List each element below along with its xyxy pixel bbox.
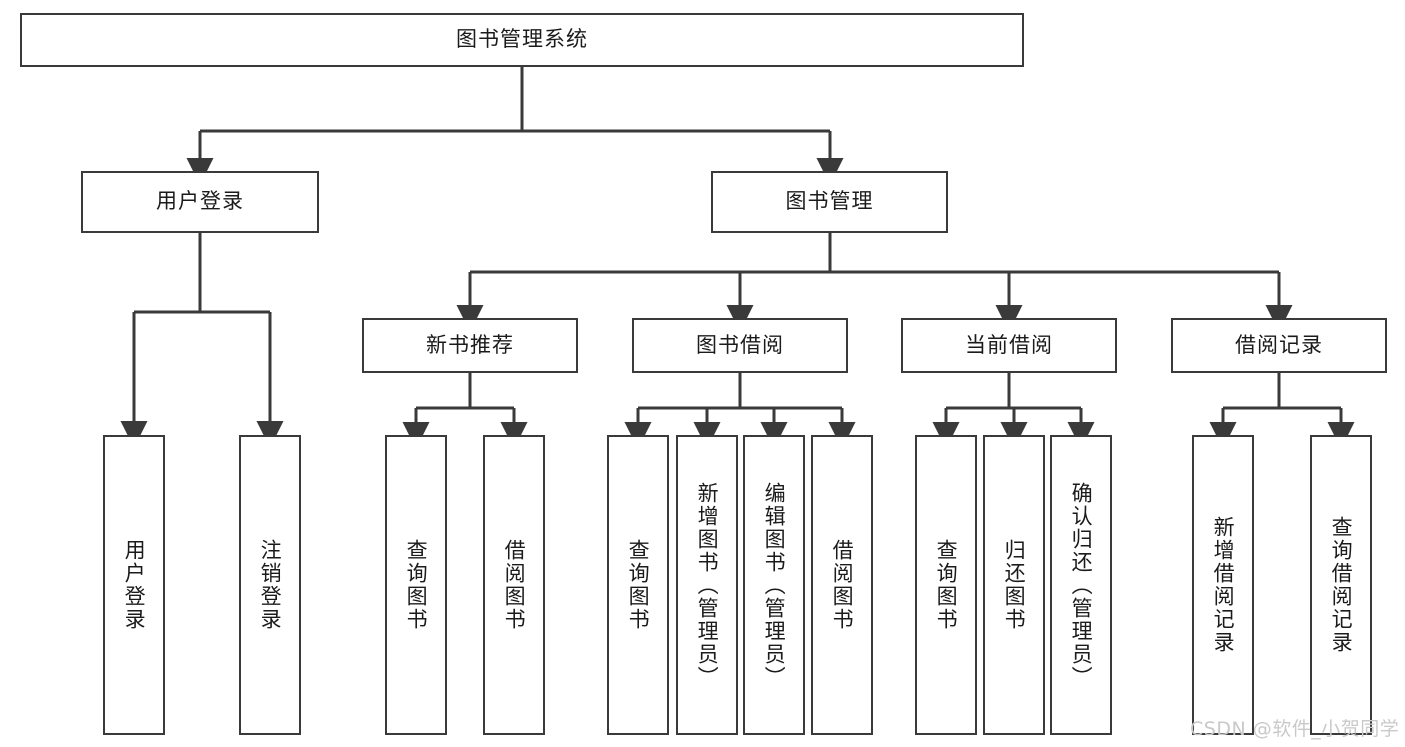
- edges-bookborrow-to-leaves: [624, 373, 856, 449]
- node-borrow-record[interactable]: 借阅记录: [1171, 318, 1387, 373]
- edges-root-to-level1: [186, 67, 844, 185]
- node-leaf-return-book[interactable]: 归还图书: [983, 435, 1045, 735]
- node-label: 编辑图书（管理员）: [762, 481, 787, 689]
- node-label: 用户登录: [122, 539, 147, 631]
- node-leaf-borrow-book-1[interactable]: 借阅图书: [483, 435, 545, 735]
- node-label: 图书管理系统: [456, 27, 588, 52]
- node-label: 查询图书: [404, 539, 429, 631]
- edges-currentborrow-to-leaves: [932, 373, 1095, 449]
- edges-newbook-to-leaves: [402, 373, 528, 449]
- node-label: 新增借阅记录: [1211, 516, 1236, 654]
- node-label: 图书管理: [785, 189, 874, 214]
- node-label: 查询图书: [934, 539, 959, 631]
- node-leaf-add-book[interactable]: 新增图书（管理员）: [676, 435, 738, 735]
- node-label: 图书借阅: [696, 332, 784, 357]
- edges-booklogin-to-leaves: [120, 233, 284, 448]
- edges-bookmanage-to-level2: [456, 233, 1293, 332]
- node-user-login[interactable]: 用户登录: [81, 171, 319, 233]
- node-leaf-borrow-book-2[interactable]: 借阅图书: [811, 435, 873, 735]
- node-label: 查询借阅记录: [1329, 516, 1354, 654]
- node-label: 当前借阅: [965, 332, 1053, 357]
- node-label: 确认归还（管理员）: [1069, 481, 1094, 689]
- edges-borrowrecord-to-leaves: [1209, 373, 1355, 449]
- node-leaf-query-book-2[interactable]: 查询图书: [607, 435, 669, 735]
- node-book-borrow[interactable]: 图书借阅: [632, 318, 848, 373]
- node-root[interactable]: 图书管理系统: [20, 13, 1024, 67]
- node-new-book-recommend[interactable]: 新书推荐: [362, 318, 578, 373]
- node-label: 借阅图书: [830, 539, 855, 631]
- node-current-borrow[interactable]: 当前借阅: [901, 318, 1117, 373]
- csdn-watermark: CSDN @软件_小贺同学: [1190, 718, 1400, 740]
- node-label: 查询图书: [626, 539, 651, 631]
- node-label: 新增图书（管理员）: [695, 481, 720, 689]
- node-label: 借阅记录: [1235, 332, 1323, 357]
- node-leaf-user-login[interactable]: 用户登录: [103, 435, 165, 735]
- node-label: 注销登录: [258, 539, 283, 631]
- node-leaf-logout[interactable]: 注销登录: [239, 435, 301, 735]
- node-book-manage[interactable]: 图书管理: [711, 171, 948, 233]
- node-leaf-add-record[interactable]: 新增借阅记录: [1192, 435, 1254, 735]
- node-leaf-query-book-3[interactable]: 查询图书: [915, 435, 977, 735]
- node-leaf-confirm-return[interactable]: 确认归还（管理员）: [1050, 435, 1112, 735]
- node-label: 借阅图书: [502, 539, 527, 631]
- node-leaf-edit-book[interactable]: 编辑图书（管理员）: [743, 435, 805, 735]
- node-leaf-query-record[interactable]: 查询借阅记录: [1310, 435, 1372, 735]
- node-leaf-query-book-1[interactable]: 查询图书: [385, 435, 447, 735]
- node-label: 用户登录: [156, 189, 244, 214]
- node-label: 归还图书: [1002, 539, 1027, 631]
- node-label: 新书推荐: [426, 332, 514, 357]
